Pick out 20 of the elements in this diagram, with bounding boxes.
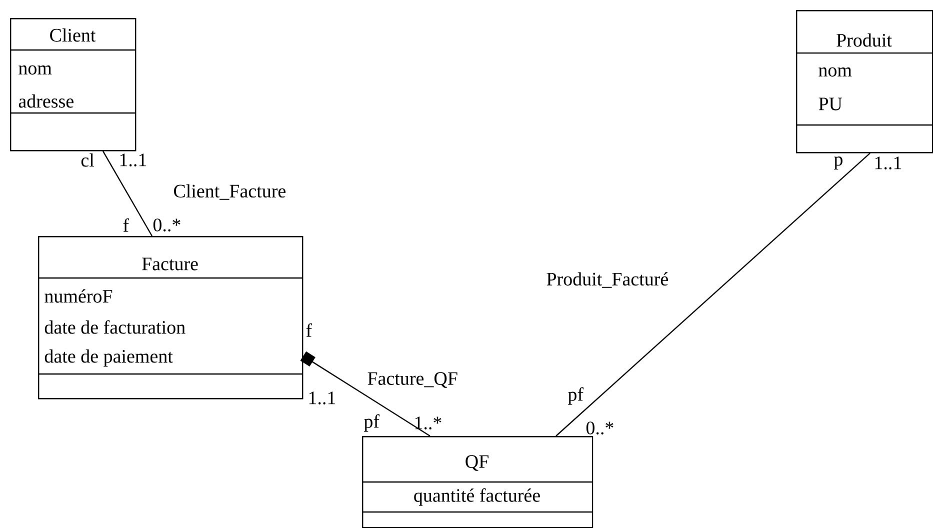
association-line <box>556 152 870 436</box>
multiplicity: 1..1 <box>875 156 902 170</box>
multiplicity: 0..* <box>153 218 180 232</box>
multiplicity: 1..1 <box>309 392 336 404</box>
class-box: Produit nom PU <box>796 10 933 154</box>
multiplicity: 1..* <box>415 416 442 430</box>
multiplicity: 1..1 <box>120 154 146 166</box>
role-name: pf <box>364 414 380 432</box>
multiplicity: 0..* <box>586 422 614 434</box>
role-name: cl <box>81 153 94 167</box>
association-line <box>102 150 153 236</box>
role-name: pf <box>568 387 584 405</box>
class-box: Facture numéroF date de facturation date de paiement <box>38 236 304 400</box>
role-name: f <box>123 218 130 232</box>
edge-label: Facture_QF <box>366 371 459 389</box>
edge-label: Client_Facture <box>172 183 288 201</box>
edge-label: Produit_Facturé <box>545 271 670 289</box>
class-box: QF quantité facturée <box>362 436 594 528</box>
class-box: Client nom adresse <box>10 18 136 152</box>
role-name: p <box>834 156 842 170</box>
